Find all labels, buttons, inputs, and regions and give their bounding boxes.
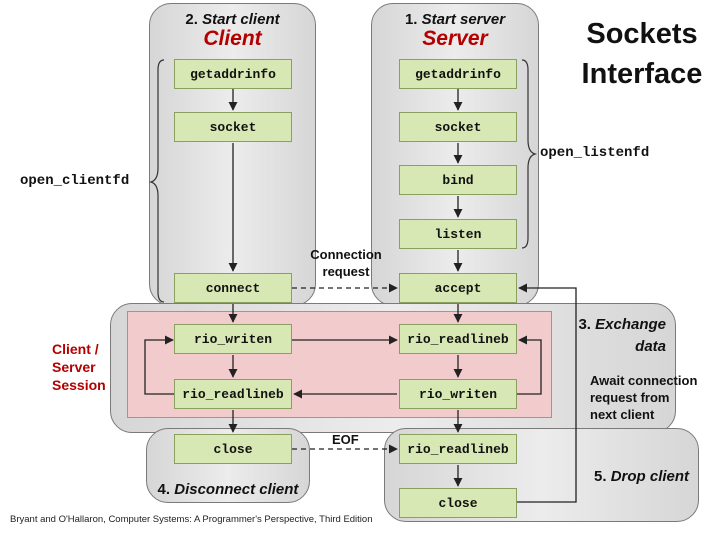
await-note-line3: next client [590,407,655,422]
client-close-box: close [174,434,292,464]
await-connection-note: Await connection request from next clien… [590,372,697,423]
client-rio-writen-box: rio_writen [174,324,292,354]
drop-rio-readlineb-box: rio_readlineb [399,434,517,464]
title: Sockets Interface [572,14,712,94]
client-step-number: 2. [185,11,198,28]
server-close-box: close [399,488,517,518]
await-note-line2: request from [590,390,670,405]
session-label-line1: Client / [52,341,99,357]
server-role-label: Server [422,27,488,50]
session-label-line2: Server [52,359,96,375]
client-step-text: Start client [202,11,280,28]
open-listenfd-label: open_listenfd [540,145,650,161]
accept-box: accept [399,273,517,303]
connection-request-line2: request [322,264,370,279]
bind-box: bind [399,165,517,195]
client-loop-arrow [144,335,175,395]
session-label-line3: Session [52,377,106,393]
drop-step-number: 5. [594,468,607,485]
title-line2: Interface [581,58,703,90]
client-role-label: Client [203,27,262,50]
exchange-step-number: 3. [578,316,591,333]
client-getaddrinfo-box: getaddrinfo [174,59,292,89]
disconnect-step-heading: 4. Disconnect client [146,481,310,498]
disconnect-step-text: Disconnect client [174,481,299,498]
title-line1: Sockets [586,18,698,50]
exchange-step-heading: 3. Exchange data [562,314,666,358]
exchange-step-text-line1: Exchange [595,316,666,333]
server-panel [371,3,539,306]
server-loop-arrow [517,335,542,395]
listen-box: listen [399,219,517,249]
drop-step-heading: 5. Drop client [594,468,689,485]
server-step-text: Start server [421,11,506,28]
disconnect-step-number: 4. [157,481,171,498]
server-rio-writen-box: rio_writen [399,379,517,409]
await-note-line1: Await connection [590,373,698,388]
footer-credit: Bryant and O'Hallaron, Computer Systems:… [10,514,373,525]
exchange-step-text-line2: data [635,338,666,355]
server-brace [521,59,538,249]
server-getaddrinfo-box: getaddrinfo [399,59,517,89]
connection-request-label: Connection request [296,246,396,280]
server-socket-box: socket [399,112,517,142]
server-step-number: 1. [404,11,418,28]
session-label: Client / Server Session [52,340,106,394]
connection-request-line1: Connection [310,247,382,262]
connect-box: connect [174,273,292,303]
drop-step-text: Drop client [610,468,690,485]
client-step-heading: 2. Start client [149,11,316,28]
client-rio-readlineb-box: rio_readlineb [174,379,292,409]
server-step-heading: 1. Start server [371,11,539,28]
eof-label: EOF [332,432,359,447]
open-clientfd-label: open_clientfd [20,173,130,189]
server-rio-readlineb-box: rio_readlineb [399,324,517,354]
client-socket-box: socket [174,112,292,142]
await-next-client-arrow [517,283,577,503]
client-brace [148,59,165,303]
